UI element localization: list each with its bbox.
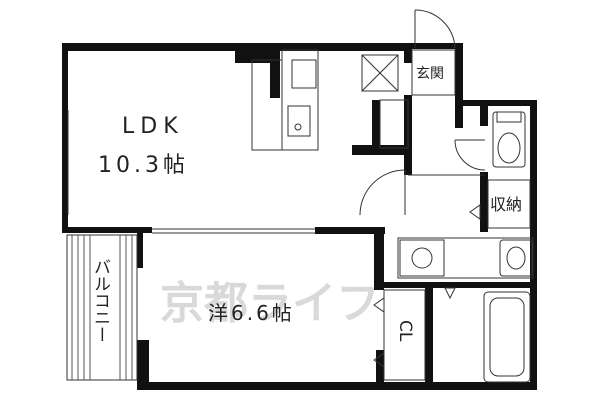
- closet-label: CL: [395, 320, 415, 342]
- balcony-label: バルコニー: [90, 258, 110, 343]
- entrance-label: 玄関: [416, 65, 444, 82]
- western-room-label: 洋6.6帖: [208, 301, 295, 325]
- watermark-text: 京都ライフ: [160, 278, 380, 329]
- ldk-label: LDK: [122, 114, 184, 139]
- interior-lines: [66, 9, 534, 383]
- balcony-hatch: [71, 235, 133, 380]
- storage-label: 収納: [490, 195, 522, 214]
- walls: [62, 43, 537, 390]
- ldk-size-label: 10.3帖: [98, 153, 189, 178]
